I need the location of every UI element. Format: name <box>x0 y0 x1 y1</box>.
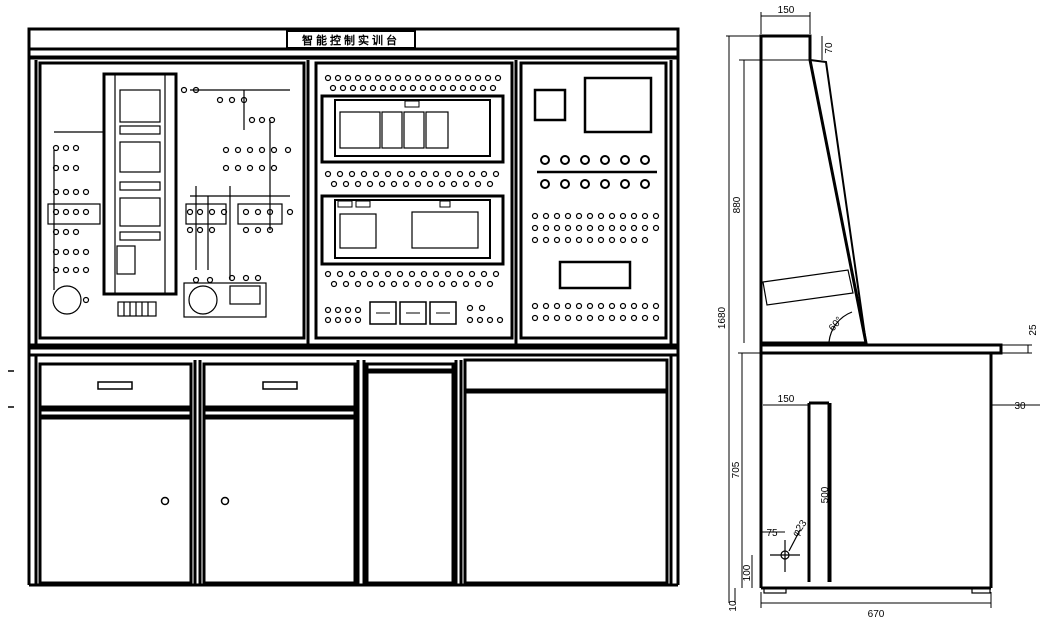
dim-leg-height: 500 <box>820 486 831 503</box>
dim-total-height: 1680 <box>717 306 728 329</box>
panel-2-terminals <box>324 74 504 324</box>
dim-total-depth: 670 <box>868 609 885 620</box>
dim-hole-diameter: φ23 <box>790 518 809 539</box>
panel-3-terminals <box>531 212 660 322</box>
title-plate <box>286 30 416 49</box>
dim-foot-height: 10 <box>728 600 739 612</box>
title-text: 智能控制实训台 <box>302 33 400 47</box>
dim-inner-offset: 150 <box>778 394 795 405</box>
side-view-details <box>762 269 991 594</box>
dim-hole-height: 100 <box>742 564 753 581</box>
dim-upper-height: 880 <box>732 196 743 213</box>
side-view-outline <box>759 34 1003 590</box>
dim-top-depth: 150 <box>778 5 795 16</box>
dim-bottom-height: 705 <box>731 461 742 478</box>
dim-overhang: 30 <box>1014 401 1026 412</box>
cabinet-handles <box>97 381 298 506</box>
panel-1-schematic <box>47 72 290 318</box>
front-view <box>27 27 680 587</box>
panel-3-knobs <box>540 155 650 189</box>
dim-worktop-thickness: 25 <box>1028 324 1039 336</box>
panel-1-terminals <box>52 86 294 304</box>
left-ticks <box>8 370 14 408</box>
dim-hole-offset: 75 <box>766 528 778 539</box>
dim-top-offset: 70 <box>824 42 835 54</box>
side-view-dimension-lines <box>726 12 1040 608</box>
panel-2-modules <box>320 94 505 325</box>
panel-3-controls <box>533 76 657 290</box>
